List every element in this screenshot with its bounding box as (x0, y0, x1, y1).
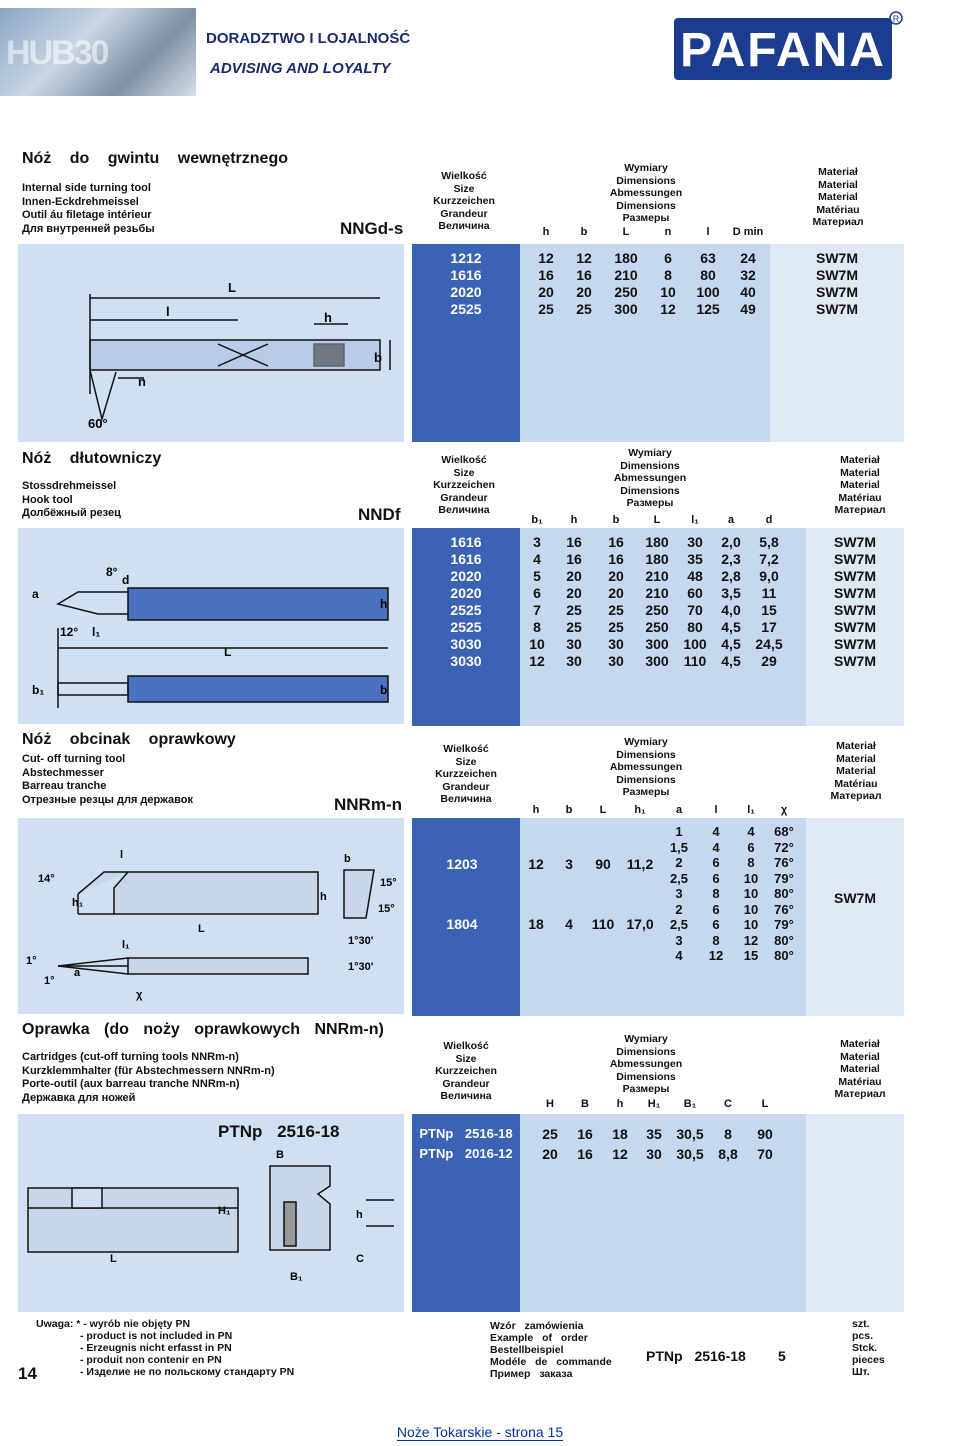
nnrm-label-h: h (320, 891, 327, 903)
header-title-en: ADVISING AND LOYALTY (210, 60, 391, 77)
order-quantity: 5 (778, 1348, 786, 1364)
nndf-drawing: 8° d a h 12° l₁ L b₁ b (18, 528, 404, 724)
ptnp-label-B1: B₁ (290, 1271, 303, 1283)
page-number: 14 (18, 1364, 37, 1383)
nnrm-label-a: a (74, 967, 81, 979)
nnrm-label-chi: χ (136, 989, 143, 1001)
nnrm-label-angle1a: 1° (26, 955, 37, 967)
watermark-logo: HUB30 (6, 34, 109, 72)
nnrm-label-L: L (198, 923, 205, 935)
section-nndf-title: Nóż dłutowniczy (22, 450, 162, 467)
nngd-label-h: h (324, 310, 332, 325)
section-nngd-names: Internal side turning tool Innen-Eckdreh… (22, 182, 155, 235)
nnrm-label-angle1b: 1° (44, 975, 55, 987)
ptnp-material-band (806, 1114, 904, 1312)
header-photo: HUB30 (0, 8, 196, 96)
section-nngd-code: NNGd-s (340, 219, 404, 238)
svg-text:R: R (893, 14, 900, 24)
ptnp-label-C: C (356, 1253, 364, 1265)
section-nnrm-code: NNRm-n (334, 795, 402, 814)
page-caption[interactable]: Noże Tokarskie - strona 15 (396, 1424, 564, 1441)
nnrm-label-angle130b: 1°30' (348, 961, 374, 973)
nndf-label-d: d (122, 573, 129, 587)
nndf-label-angle8: 8° (106, 565, 118, 579)
nngd-label-l: l (166, 304, 170, 319)
nndf-label-a: a (32, 587, 39, 601)
ptnp-label-L: L (110, 1253, 117, 1265)
section-ptnp-names: Cartridges (cut-off turning tools NNRm-n… (22, 1051, 275, 1104)
section-ptnp-title: Oprawka (do noży oprawkowych NNRm-n) (22, 1021, 384, 1038)
order-example: PTNp 2516-18 (646, 1348, 746, 1364)
nndf-label-b: b (380, 683, 387, 697)
nnrm-material-band: SW7M (806, 818, 904, 1016)
nnrm-label-b: b (344, 853, 351, 865)
nnrm-label-angle15a: 15° (380, 877, 397, 889)
nngd-label-b: b (374, 350, 382, 365)
brand-name: PAFANA (680, 24, 886, 77)
nnrm-label-angle130a: 1°30' (348, 935, 374, 947)
ptnp-label-B: B (276, 1149, 284, 1161)
nngd-label-n: n (138, 374, 146, 389)
nnrm-size-band: 1203 1804 (412, 818, 520, 1016)
nnrm-label-l1: l₁ (122, 939, 130, 951)
header-title-pl: DORADZTWO I LOJALNOŚĆ (206, 30, 411, 47)
section-nndf-code: NNDf (358, 505, 401, 524)
nnrm-label-l: l (120, 849, 123, 861)
nndf-label-angle12: 12° (60, 625, 78, 639)
nngd-drawing: L l h b n 60° (18, 244, 404, 442)
ptnp-drawing: PTNp 2516-18 B H₁ h L C B₁ (18, 1114, 404, 1312)
footer-note: Uwaga: * - wyrób nie objęty PN - product… (36, 1318, 295, 1378)
nngd-label-L: L (228, 280, 236, 295)
nndf-label-b1: b₁ (32, 683, 44, 697)
nndf-label-h: h (380, 597, 387, 611)
ptnp-label-h: h (356, 1209, 363, 1221)
ptnp-drawing-code: PTNp 2516-18 (218, 1122, 340, 1141)
pafana-logo: PAFANA R (674, 11, 903, 80)
nnrm-label-angle15b: 15° (378, 903, 395, 915)
nngd-label-angle: 60° (88, 416, 108, 431)
section-nngd-title: Nóż do gwintu wewnętrznego (22, 150, 288, 167)
nnrm-label-h1: h₁ (72, 897, 84, 909)
nnrm-drawing: l 14° h₁ h L b 15° 15° 1°30' l₁ 1° a 1° … (18, 818, 404, 1014)
nndf-label-L: L (224, 645, 231, 659)
nndf-label-l1: l₁ (92, 625, 100, 639)
nnrm-label-angle14: 14° (38, 873, 55, 885)
section-nnrm-title: Nóż obcinak oprawkowy (22, 731, 236, 748)
ptnp-label-H1: H₁ (218, 1205, 231, 1217)
